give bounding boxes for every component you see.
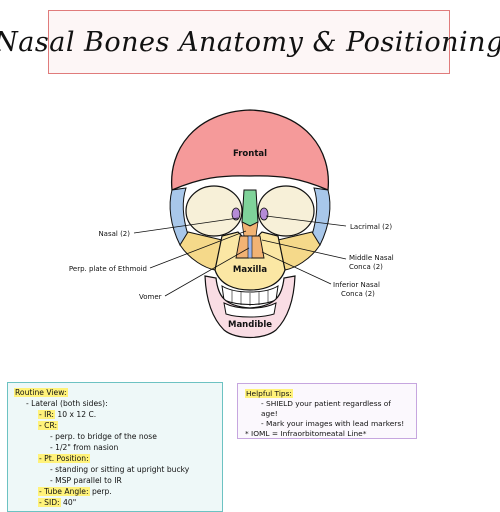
routine-ir: - IR: 10 x 12 C. — [38, 410, 97, 419]
page-title: Nasal Bones Anatomy & Positioning — [0, 26, 500, 58]
tip-ioml: * IOML = Infraorbitomeatal Line* — [245, 429, 367, 438]
label-vomer: Vomer — [139, 293, 162, 301]
routine-cr-2: - 1/2" from nasion — [50, 443, 119, 452]
orbit-right — [257, 185, 315, 237]
nasal-bones — [241, 189, 259, 227]
routine-pt-1: - standing or sitting at upright bucky — [50, 465, 190, 474]
vomer-bone — [247, 235, 253, 259]
skull-diagram: Frontal Nasal (2) Lacrimal (2) Perp. pla… — [69, 109, 394, 339]
label-mandible: Mandible — [228, 320, 272, 330]
routine-view-box: Routine View: - Lateral (both sides): - … — [7, 382, 223, 512]
routine-pt-2: - MSP parallel to IR — [50, 476, 122, 485]
routine-cr-1: - perp. to bridge of the nose — [50, 432, 157, 441]
lower-teeth — [223, 302, 277, 318]
label-inferior-nasal-2: Conca (2) — [341, 290, 375, 298]
routine-tube-angle: - Tube Angle: perp. — [38, 487, 112, 496]
label-nasal: Nasal (2) — [98, 230, 130, 238]
label-frontal: Frontal — [233, 149, 267, 159]
helpful-tips-box: Helpful Tips: - SHIELD your patient rega… — [237, 383, 417, 439]
label-middle-nasal-2: Conca (2) — [349, 263, 383, 271]
label-maxilla: Maxilla — [233, 265, 267, 275]
routine-pt-position: - Pt. Position: — [38, 454, 90, 463]
ethmoid-plate — [241, 221, 259, 237]
tip-shield: - SHIELD your patient regardless of age! — [261, 399, 391, 418]
routine-lateral: - Lateral (both sides): — [26, 399, 108, 408]
routine-cr: - CR: — [38, 421, 59, 430]
leader-lines — [133, 215, 347, 297]
tooth-lines — [231, 290, 269, 306]
mandible-bone — [204, 275, 296, 339]
label-inferior-nasal-1: Inferior Nasal — [333, 281, 380, 289]
routine-heading: Routine View: — [14, 388, 68, 397]
label-perp-plate: Perp. plate of Ethmoid — [69, 265, 147, 273]
lacrimal-left — [231, 207, 241, 221]
label-lacrimal: Lacrimal (2) — [350, 223, 392, 231]
tips-heading: Helpful Tips: — [245, 389, 293, 398]
routine-sid: - SID: 40" — [38, 498, 77, 507]
label-middle-nasal-1: Middle Nasal — [349, 254, 394, 262]
title-banner: Nasal Bones Anatomy & Positioning — [0, 10, 500, 74]
tip-markers: - Mark your images with lead markers! — [261, 419, 405, 428]
maxilla-bone — [214, 231, 286, 291]
frontal-bone — [170, 109, 330, 191]
lacrimal-right — [259, 207, 269, 221]
